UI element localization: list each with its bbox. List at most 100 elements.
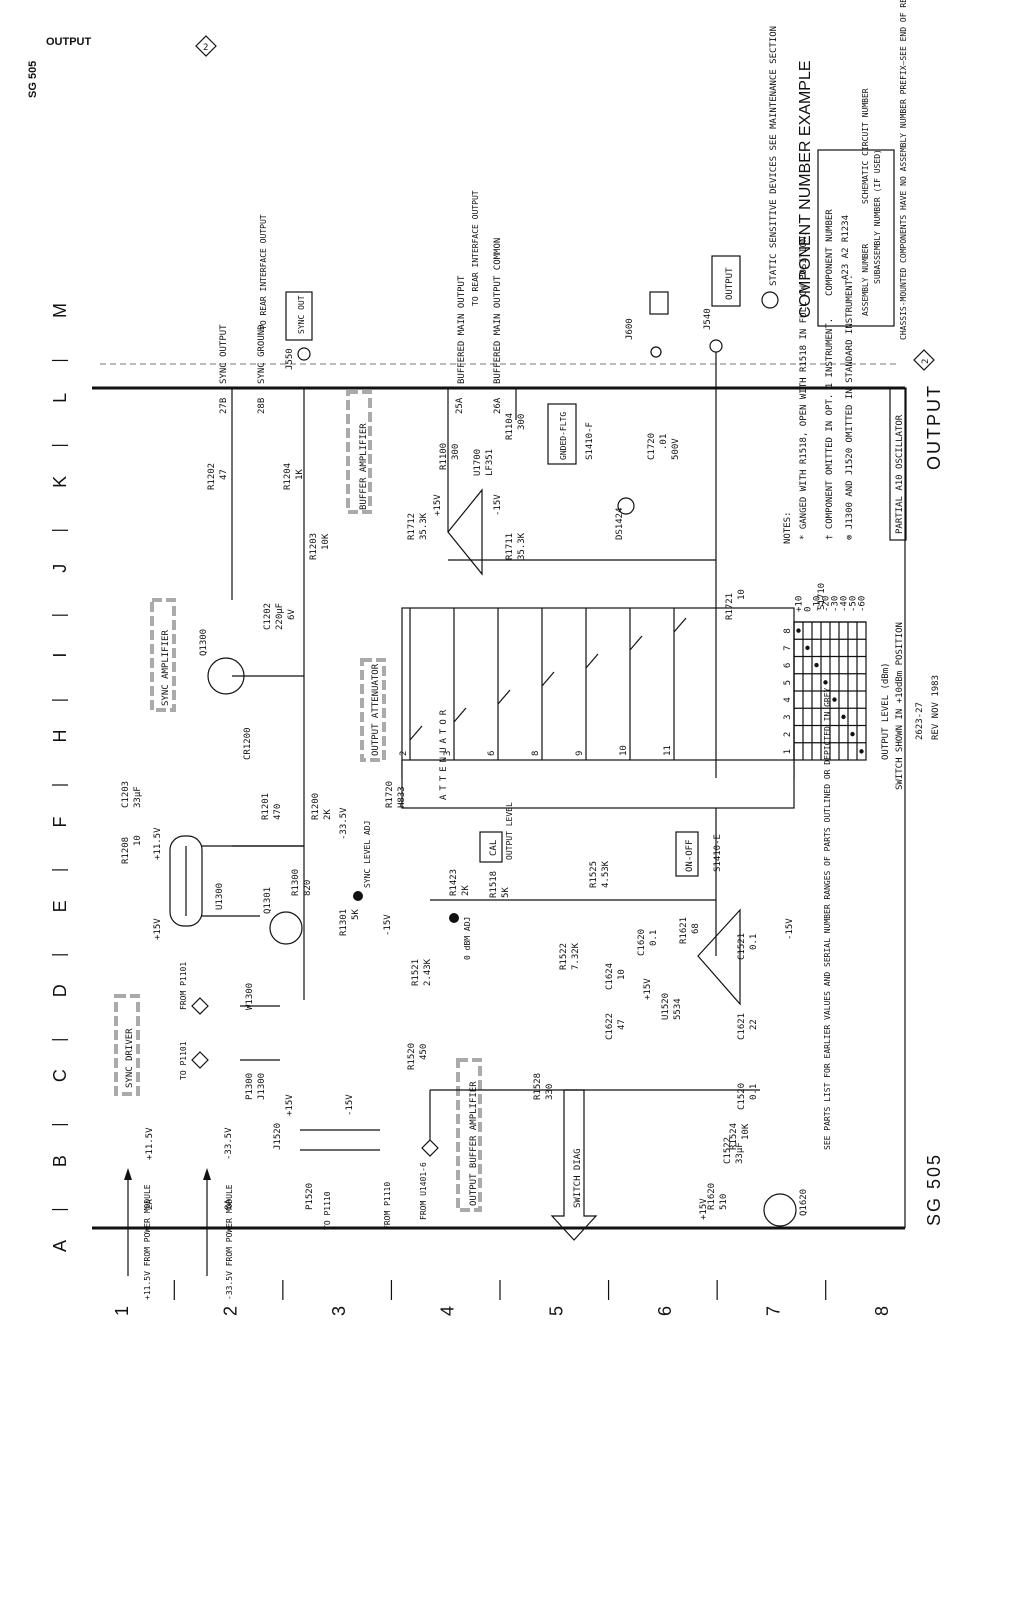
r1200-label: R1200 <box>311 793 321 820</box>
drawing-number: 2623-27 <box>915 702 925 740</box>
w1300-label: W1300 <box>245 983 255 1010</box>
switch-table-dot <box>832 697 837 702</box>
pin-25a: 25A <box>455 397 465 414</box>
component-footnote: CHASSIS-MOUNTED COMPONENTS HAVE NO ASSEM… <box>899 0 908 340</box>
buffered-main-common: BUFFERED MAIN OUTPUT COMMON <box>493 238 503 384</box>
c1522-value: 33μF <box>735 1142 745 1164</box>
q1300-label: Q1300 <box>199 629 209 656</box>
power-inputs: 2A 8A +11.5V -33.5V +11.5V FROM POWER MO… <box>124 1127 234 1300</box>
r1711-value: 35.3K <box>517 532 527 560</box>
to-p1110: TO P1110 <box>323 1191 332 1230</box>
switch-contact <box>497 689 511 705</box>
r1204-label: R1204 <box>283 463 293 490</box>
switch-contact <box>673 617 687 633</box>
component-example-text: A23 A2 R1234 <box>841 215 851 280</box>
sync-output-section: BUFFER AMPLIFIER R1202 47 R1204 1K R1203… <box>207 214 372 600</box>
pin-27b: 27B <box>219 398 229 414</box>
r1201-label: R1201 <box>261 793 271 820</box>
diagram-num-top: 2 <box>203 43 208 53</box>
c1203-label: C1203 <box>121 781 131 808</box>
c1622-label: C1622 <box>605 1013 615 1040</box>
s1710-label: S1710 <box>817 583 827 610</box>
attenuator-pin: 10 <box>619 745 629 756</box>
cal-label: CAL <box>489 840 499 856</box>
c1520-value: 0.1 <box>749 1084 759 1100</box>
minus-335v-label: -33.5V <box>224 1127 234 1160</box>
r1720-label: R1720 <box>385 781 395 808</box>
r1521-value: 2.43K <box>423 958 433 986</box>
from-power-1: +11.5V FROM POWER MODULE <box>143 1184 152 1300</box>
c1720-value: .01 <box>659 434 669 450</box>
switch-table-level: 0 <box>804 607 814 612</box>
ds1424-label: DS1424 <box>615 507 625 540</box>
c1720-voltage: 500V <box>671 438 681 460</box>
sync-driver-block: SYNC DRIVER TO P1101 FROM P1101 P1300 J1… <box>114 962 280 1100</box>
switch-table-dot <box>823 680 828 685</box>
plus15-u1700: +15V <box>433 494 443 516</box>
switch-table-level: -40 <box>840 596 850 612</box>
p1520-connector: P1520 J1520 TO P1110 FROM P1110 +15V -15… <box>273 1094 392 1230</box>
switch-table-col: 6 <box>783 663 793 668</box>
grid-number: 3 <box>329 1304 349 1316</box>
sync-out-label: SYNC OUT <box>297 295 306 334</box>
switch-table-dot <box>859 749 864 754</box>
r1621-value: 68 <box>691 923 701 934</box>
pin-26a: 26A <box>493 397 503 414</box>
from-power-2: -33.5V FROM POWER MODULE <box>225 1184 234 1300</box>
revision: REV NOV 1983 <box>931 675 941 740</box>
grid-letter: L <box>50 391 70 403</box>
r1620-label: R1620 <box>707 1183 717 1210</box>
sync-level-adj: SYNC LEVEL ADJ <box>363 821 372 888</box>
component-example-title: COMPONENT NUMBER EXAMPLE <box>797 60 814 318</box>
pin-8a: 8A <box>224 1199 234 1210</box>
gnded-fltg-section: GNDED-FLTG S1410-F DS1424 C1720 .01 500V <box>547 403 681 540</box>
c1622-value: 47 <box>617 1019 627 1030</box>
q1620-label: Q1620 <box>799 1189 809 1216</box>
r1518-value: 5K <box>501 887 511 898</box>
sync-output-label: SYNC OUTPUT <box>219 324 229 384</box>
s1410f-label: S1410-F <box>585 422 595 460</box>
grid-letter: B <box>50 1153 70 1167</box>
from-p1110: FROM P1110 <box>383 1182 392 1230</box>
grid-letter: I <box>50 651 70 658</box>
output-buffer-label: OUTPUT BUFFER AMPLIFIER <box>469 1081 479 1206</box>
schematic-border <box>92 363 906 1230</box>
sync-amplifier-block: SYNC AMPLIFIER Q1300 CR1200 R1201 470 R1… <box>150 598 349 1000</box>
from-u1401-label: FROM U1401-6 <box>419 1162 428 1220</box>
r1528-label: R1528 <box>533 1073 543 1100</box>
c1202-label: C1202 <box>263 603 273 630</box>
grid-letter: A <box>50 1238 70 1252</box>
diagram-num-right: 2 <box>921 359 931 364</box>
r1423-label: R1423 <box>449 869 459 896</box>
q1301-transistor: Q1301 R1300 820 R1301 5K SYNC LEVEL ADJ … <box>263 821 393 945</box>
to-rear-buffered: TO REAR INTERFACE OUTPUT <box>471 190 480 306</box>
attenuator-pin: 8 <box>531 751 541 756</box>
j600-label: J600 <box>625 318 635 340</box>
switch-table-col: 3 <box>783 714 793 719</box>
j1520-label: J1520 <box>273 1123 283 1150</box>
u1520-type: 5534 <box>673 998 683 1020</box>
grid-letter: H <box>50 728 70 743</box>
title-partial: PARTIAL A10 OSCILLATOR <box>895 414 905 534</box>
plus15-p1520: +15V <box>285 1094 295 1116</box>
switch-table-col: 7 <box>783 645 793 650</box>
plus15-u1300: +15V <box>153 918 163 940</box>
plus115-sync: +11.5V <box>153 827 163 860</box>
q1620-transistor: Q1620 R1620 510 +15V <box>699 1183 809 1227</box>
r1202-value: 47 <box>219 469 229 480</box>
r1200-value: 2K <box>323 809 333 820</box>
r1525-label: R1525 <box>589 861 599 888</box>
cal-and-onoff: CAL OUTPUT LEVEL ON-OFF S1410-E <box>479 802 723 877</box>
minus15-r1301: -15V <box>383 914 393 936</box>
minus15-u1520: -15V <box>785 918 795 940</box>
r1711-label: R1711 <box>505 533 515 560</box>
r1721-label: R1721 <box>725 593 735 620</box>
assembly-number: ASSEMBLY NUMBER <box>861 244 870 316</box>
switch-table-dot <box>841 714 846 720</box>
grid-number: 4 <box>438 1304 458 1316</box>
grid-number: 2 <box>221 1304 241 1316</box>
j540-label: J540 <box>703 308 713 330</box>
plus15-u1520: +15V <box>643 978 653 1000</box>
